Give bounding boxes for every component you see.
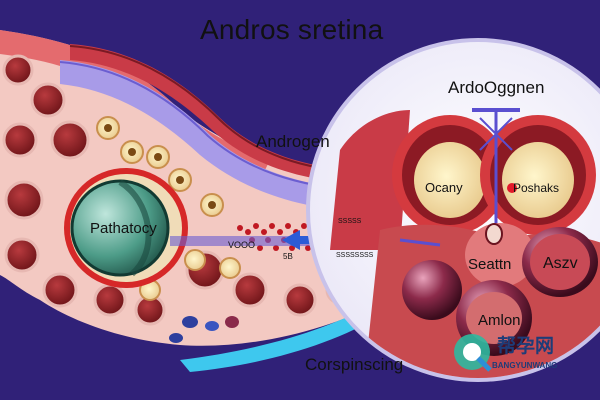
label-small-4: SSSSS xyxy=(338,218,362,225)
nucleus xyxy=(64,168,188,288)
watermark-english: BANGYUNWANG xyxy=(492,361,558,370)
label-amlon: Amlon xyxy=(478,312,521,329)
watermark-chinese: 帮孕网 xyxy=(497,336,555,357)
label-pathway: Pathatocy xyxy=(90,220,157,237)
logo-watermark-icon xyxy=(454,334,492,372)
label-bottom: Corspinscing xyxy=(305,355,404,374)
label-poshaks: Poshaks xyxy=(513,181,560,195)
label-aszv: Aszv xyxy=(543,255,578,272)
label-seattn: Seattn xyxy=(468,256,512,273)
vessel xyxy=(60,60,360,212)
blue-cells xyxy=(169,316,239,343)
label-ocariy: Ocany xyxy=(425,180,463,195)
label-small-3: SSSSSSSS xyxy=(336,252,374,259)
label-androgen: Androgen xyxy=(256,132,330,151)
label-small-2: 5B xyxy=(283,252,293,261)
label-androgen-top: ArdoOggnen xyxy=(448,78,545,97)
diagram-title: Andros sretina xyxy=(200,14,384,45)
label-small-1: VOOO xyxy=(228,240,256,250)
cyan-band xyxy=(180,300,390,372)
